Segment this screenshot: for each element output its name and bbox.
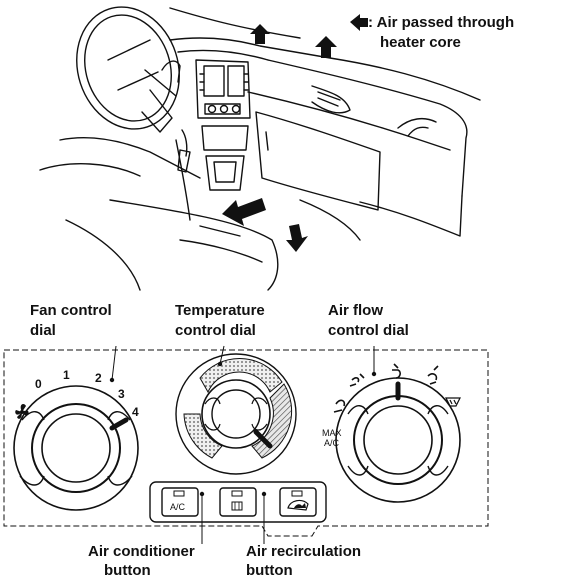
vent-face-icon — [350, 374, 364, 386]
legend-arrow-icon — [350, 14, 368, 31]
arrow-up-icon — [250, 24, 270, 44]
arrow-down-icon — [286, 224, 308, 252]
fan-speed-4: 4 — [132, 405, 139, 419]
max-ac-text-1: MAX — [322, 428, 342, 438]
temperature-control-dial[interactable] — [176, 346, 296, 474]
ac-button-text: A/C — [170, 502, 186, 512]
arrow-left-icon — [222, 198, 266, 226]
fan-speed-1: 1 — [63, 368, 70, 382]
airflow-control-dial[interactable]: MAX A/C — [322, 346, 460, 502]
fan-speed-0: 0 — [35, 377, 42, 391]
fan-speed-2: 2 — [95, 371, 102, 385]
vent-bilevel-icon — [392, 364, 400, 378]
airflow-arrows — [222, 24, 337, 252]
rear-defrost-button[interactable] — [220, 488, 256, 516]
fan-speed-3: 3 — [118, 387, 125, 401]
vent-foot-defrost-icon — [428, 366, 438, 384]
max-ac-text-2: A/C — [324, 438, 340, 448]
arrow-up-icon — [315, 36, 337, 58]
fan-control-dial[interactable]: 0 1 2 3 4 — [14, 346, 139, 510]
recirculation-button[interactable] — [280, 488, 316, 516]
ac-button[interactable]: A/C — [162, 488, 198, 516]
